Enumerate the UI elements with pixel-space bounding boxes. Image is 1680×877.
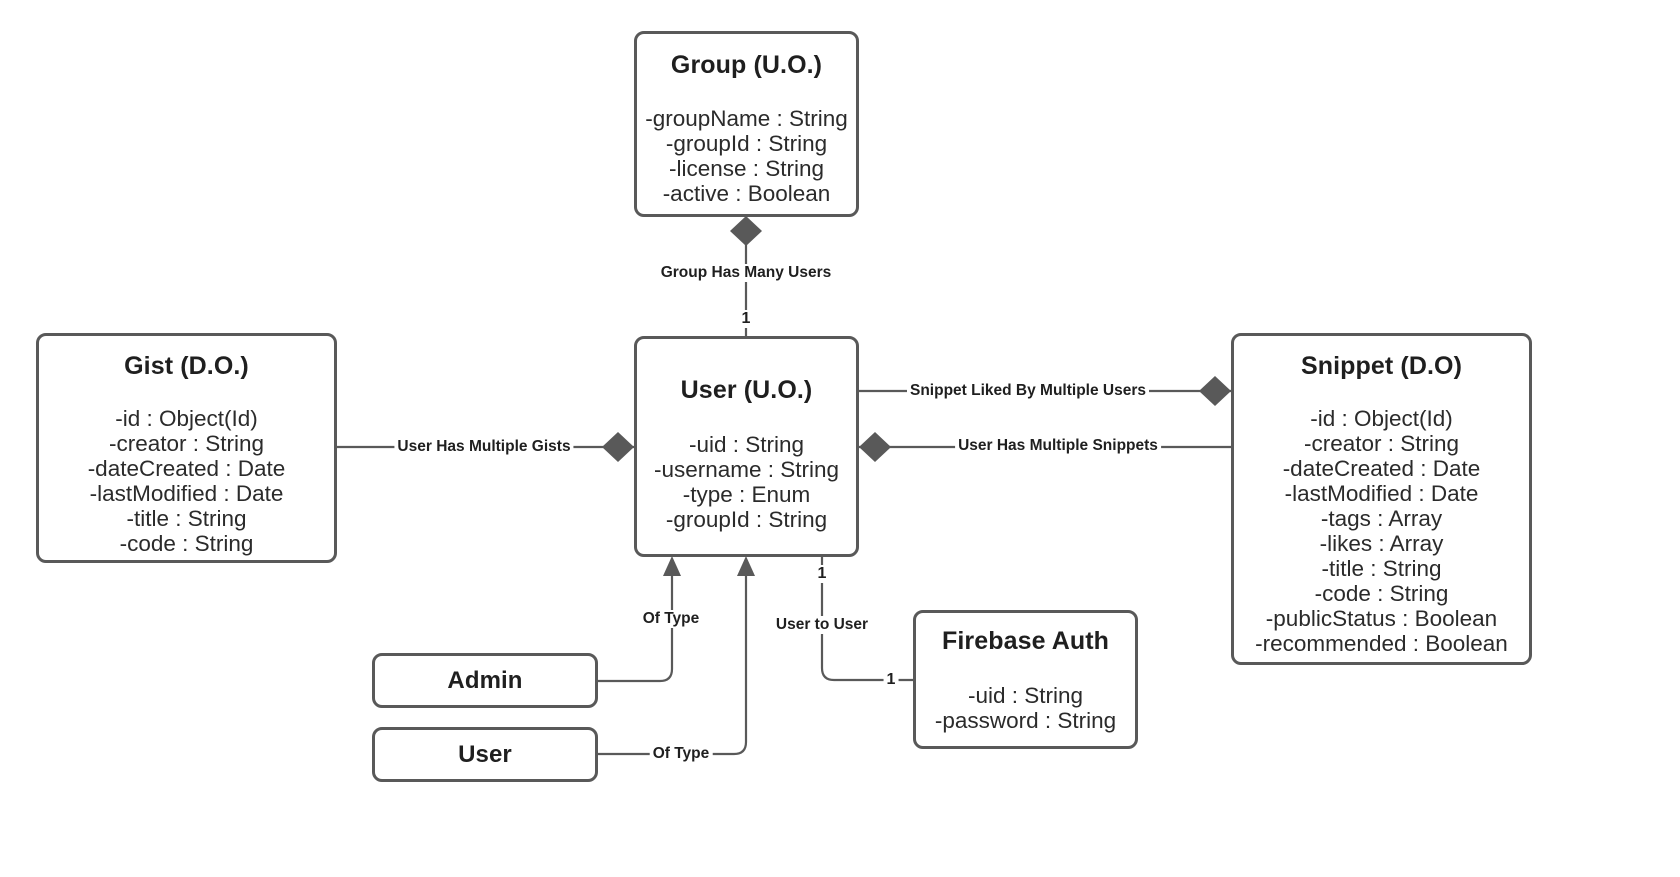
class-title-group: Group (U.O.) xyxy=(670,51,823,79)
class-attributes-snippet: -id : Object(Id) -creator : String -date… xyxy=(1234,406,1529,656)
relationship-label-user-role-of-type: Of Type xyxy=(649,745,713,763)
class-attributes-firebase-auth: -uid : String -password : String xyxy=(916,683,1135,733)
attribute-row: -uid : String xyxy=(967,683,1084,708)
multiplicity-group-user: 1 xyxy=(738,310,754,328)
class-box-group[interactable]: Group (U.O.) -groupName : String -groupI… xyxy=(634,31,859,217)
class-title-firebase-auth: Firebase Auth xyxy=(941,627,1110,655)
attribute-row: -lastModified : Date xyxy=(1284,481,1479,506)
attribute-row: -type : Enum xyxy=(682,482,811,507)
attribute-row: -tags : Array xyxy=(1320,506,1443,531)
multiplicity-user-to-user-source: 1 xyxy=(814,565,830,583)
class-attributes-gist: -id : Object(Id) -creator : String -date… xyxy=(39,406,334,556)
class-box-snippet[interactable]: Snippet (D.O) -id : Object(Id) -creator … xyxy=(1231,333,1532,665)
class-box-admin[interactable]: Admin xyxy=(372,653,598,708)
attribute-row: -title : String xyxy=(126,506,247,531)
attribute-row: -groupId : String xyxy=(665,507,828,532)
relationship-label-user-to-user: User to User xyxy=(772,616,872,634)
arrow-admin-of-type xyxy=(663,556,681,576)
attribute-row: -lastModified : Date xyxy=(89,481,284,506)
attribute-row: -creator : String xyxy=(108,431,265,456)
class-box-gist[interactable]: Gist (D.O.) -id : Object(Id) -creator : … xyxy=(36,333,337,563)
attribute-row: -title : String xyxy=(1321,556,1442,581)
attribute-row: -creator : String xyxy=(1303,431,1460,456)
attribute-row: -uid : String xyxy=(688,432,805,457)
attribute-row: -id : Object(Id) xyxy=(115,406,258,431)
attribute-row: -publicStatus : Boolean xyxy=(1265,606,1498,631)
class-attributes-user: -uid : String -username : String -type :… xyxy=(637,432,856,532)
class-attributes-group: -groupName : String -groupId : String -l… xyxy=(637,106,856,206)
arrow-userrole-of-type xyxy=(737,556,755,576)
relationship-label-user-has-multiple-snippets: User Has Multiple Snippets xyxy=(955,437,1161,455)
class-title-user: User (U.O.) xyxy=(680,376,813,404)
relationship-label-snippet-liked-by-multiple-users: Snippet Liked By Multiple Users xyxy=(907,382,1149,400)
diamond-gist-user xyxy=(602,432,634,462)
class-box-user[interactable]: User (U.O.) -uid : String -username : St… xyxy=(634,336,859,557)
class-title-snippet: Snippet (D.O) xyxy=(1300,352,1462,380)
attribute-row: -likes : Array xyxy=(1319,531,1444,556)
attribute-row: -dateCreated : Date xyxy=(1282,456,1481,481)
class-title-gist: Gist (D.O.) xyxy=(124,352,249,380)
class-title-admin: Admin xyxy=(447,666,523,694)
attribute-row: -password : String xyxy=(934,708,1117,733)
attribute-row: -groupName : String xyxy=(645,106,848,131)
attribute-row: -groupId : String xyxy=(665,131,828,156)
attribute-row: -code : String xyxy=(1314,581,1449,606)
diamond-group-user xyxy=(730,216,762,246)
relationship-label-admin-of-type: Of Type xyxy=(639,610,703,628)
class-title-user-role: User xyxy=(458,740,512,768)
attribute-row: -username : String xyxy=(653,457,840,482)
relationship-label-user-has-multiple-gists: User Has Multiple Gists xyxy=(394,438,574,456)
attribute-row: -license : String xyxy=(668,156,825,181)
relationship-label-group-has-many-users: Group Has Many Users xyxy=(657,264,835,282)
class-box-firebase-auth[interactable]: Firebase Auth -uid : String -password : … xyxy=(913,610,1138,749)
diamond-user-snippets xyxy=(859,432,891,462)
diamond-snippet-liked xyxy=(1199,376,1231,406)
attribute-row: -dateCreated : Date xyxy=(87,456,286,481)
edge-userrole-of-type xyxy=(598,572,748,756)
attribute-row: -active : Boolean xyxy=(662,181,831,206)
attribute-row: -recommended : Boolean xyxy=(1255,631,1508,656)
class-box-user-role[interactable]: User xyxy=(372,727,598,782)
multiplicity-user-to-user-target: 1 xyxy=(883,671,899,689)
attribute-row: -id : Object(Id) xyxy=(1310,406,1453,431)
attribute-row: -code : String xyxy=(119,531,254,556)
